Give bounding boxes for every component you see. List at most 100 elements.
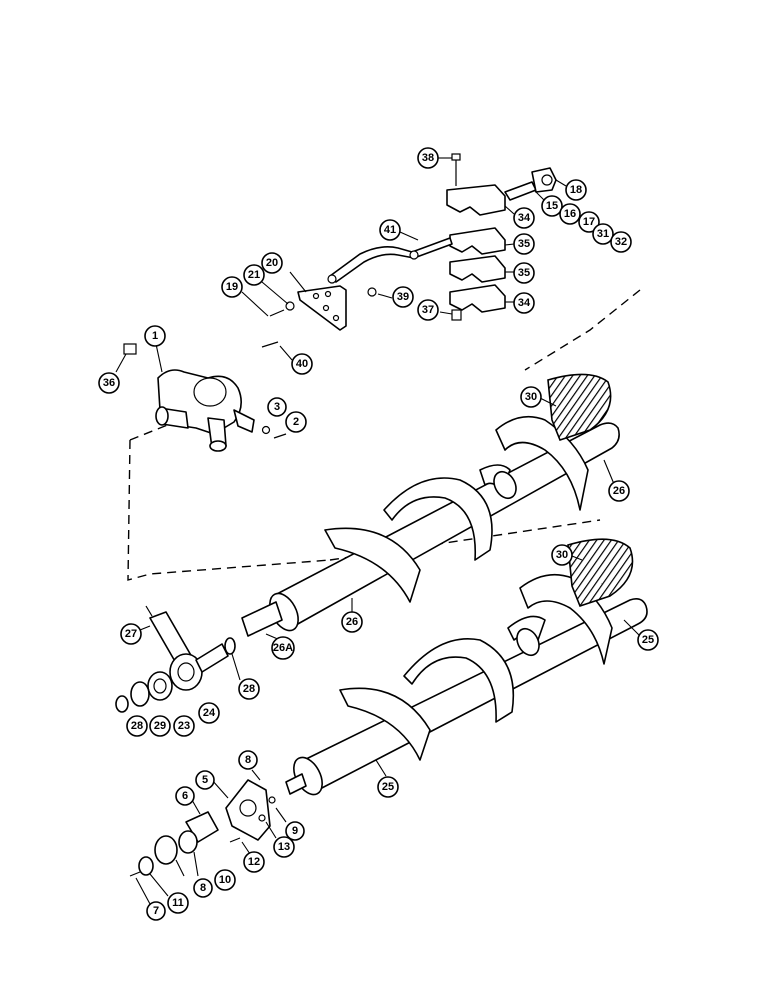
callout-26-upper: 26	[608, 480, 630, 502]
svg-text:32: 32	[615, 236, 627, 248]
callout-27: 27	[120, 623, 142, 645]
svg-text:25: 25	[382, 781, 394, 793]
callout-31: 31	[592, 223, 614, 245]
callout-8-top: 8	[238, 750, 258, 770]
callout-10: 10	[214, 869, 236, 891]
callout-6: 6	[175, 786, 195, 806]
gearbox	[123, 343, 287, 452]
lower-auger	[285, 538, 648, 796]
callout-15: 15	[541, 195, 563, 217]
callout-11: 11	[167, 892, 189, 914]
svg-text:26: 26	[346, 616, 358, 628]
svg-text:19: 19	[226, 281, 238, 293]
bearing-clamp-assembly	[446, 153, 557, 321]
svg-text:30: 30	[556, 549, 568, 561]
callout-18: 18	[565, 179, 587, 201]
callout-41: 41	[379, 219, 401, 241]
callout-35-upper: 35	[513, 233, 535, 255]
svg-text:21: 21	[248, 269, 260, 281]
callout-25-upper: 25	[637, 629, 659, 651]
svg-text:26A: 26A	[273, 642, 293, 654]
callout-1: 1	[144, 325, 166, 347]
svg-text:34: 34	[518, 297, 531, 309]
svg-text:35: 35	[518, 238, 530, 250]
svg-text:24: 24	[203, 707, 216, 719]
assembly-dashed-outline	[127, 289, 641, 581]
callout-26-lower: 26	[341, 611, 363, 633]
callout-13: 13	[273, 836, 295, 858]
svg-text:3: 3	[274, 401, 280, 413]
callout-36: 36	[98, 372, 120, 394]
callout-3: 3	[267, 397, 287, 417]
svg-text:17: 17	[583, 216, 595, 228]
svg-text:27: 27	[125, 628, 137, 640]
callout-16: 16	[559, 203, 581, 225]
svg-text:12: 12	[248, 856, 260, 868]
svg-text:23: 23	[178, 720, 190, 732]
end-bearing-assembly	[129, 779, 276, 877]
svg-text:34: 34	[518, 212, 531, 224]
svg-text:20: 20	[266, 257, 278, 269]
callout-17: 17	[578, 211, 600, 233]
svg-text:31: 31	[597, 228, 609, 240]
callout-30-lower: 30	[551, 544, 573, 566]
callout-39: 39	[392, 286, 414, 308]
svg-text:1: 1	[152, 330, 158, 342]
svg-text:36: 36	[103, 377, 115, 389]
callout-30-upper: 30	[520, 386, 542, 408]
mounting-plate	[261, 285, 377, 348]
leader-lines	[115, 157, 641, 905]
svg-text:10: 10	[219, 874, 231, 886]
callout-35-lower: 35	[513, 262, 535, 284]
svg-text:39: 39	[397, 291, 409, 303]
svg-text:28: 28	[131, 720, 143, 732]
svg-text:11: 11	[172, 897, 184, 909]
callout-8-bottom: 8	[193, 878, 213, 898]
callout-38: 38	[417, 147, 439, 169]
svg-text:6: 6	[182, 790, 188, 802]
svg-text:5: 5	[202, 774, 208, 786]
svg-text:7: 7	[153, 905, 159, 917]
link-rod	[329, 237, 453, 283]
svg-text:30: 30	[525, 391, 537, 403]
callout-24: 24	[198, 702, 220, 724]
svg-text:2: 2	[293, 416, 299, 428]
callout-20: 20	[261, 252, 283, 274]
callout-40: 40	[291, 353, 313, 375]
svg-text:35: 35	[518, 267, 530, 279]
svg-text:25: 25	[642, 634, 654, 646]
callout-28-right: 28	[238, 678, 260, 700]
svg-text:29: 29	[154, 720, 166, 732]
svg-text:38: 38	[422, 152, 434, 164]
svg-text:16: 16	[564, 208, 576, 220]
callout-37: 37	[417, 299, 439, 321]
callout-7: 7	[146, 901, 166, 921]
callout-5: 5	[195, 770, 215, 790]
svg-text:40: 40	[296, 358, 308, 370]
svg-text:41: 41	[384, 224, 396, 236]
callout-26A: 26A	[271, 636, 295, 660]
callout-25-lower: 25	[377, 776, 399, 798]
svg-text:9: 9	[292, 825, 298, 837]
callout-34-bottom: 34	[513, 292, 535, 314]
upper-auger	[241, 373, 620, 637]
svg-text:15: 15	[546, 200, 558, 212]
callout-23: 23	[173, 715, 195, 737]
callout-19: 19	[221, 276, 243, 298]
svg-text:13: 13	[278, 841, 290, 853]
callout-29: 29	[149, 715, 171, 737]
callout-32: 32	[610, 231, 632, 253]
svg-text:28: 28	[243, 683, 255, 695]
svg-text:8: 8	[245, 754, 251, 766]
callout-21: 21	[243, 264, 265, 286]
callout-9: 9	[285, 821, 305, 841]
svg-text:8: 8	[200, 882, 206, 894]
callout-34-top: 34	[513, 207, 535, 229]
svg-text:18: 18	[570, 184, 582, 196]
callout-12: 12	[243, 851, 265, 873]
svg-text:26: 26	[613, 485, 625, 497]
svg-text:37: 37	[422, 304, 434, 316]
drive-arm-assembly	[115, 605, 236, 713]
callout-2: 2	[285, 411, 307, 433]
